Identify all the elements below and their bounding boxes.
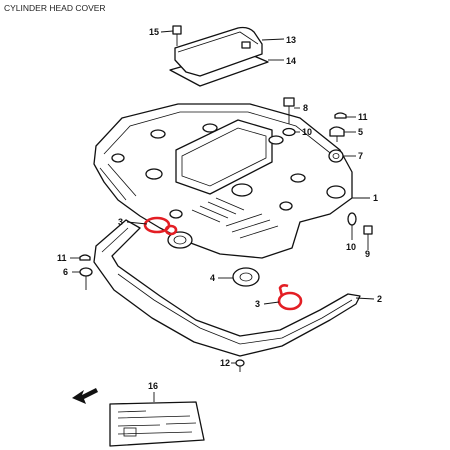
bolt-6: [79, 267, 93, 290]
callout-16: 16: [148, 381, 158, 391]
bolt-12: [235, 359, 245, 372]
leader-lines: [70, 30, 375, 402]
callout-1: 1: [373, 193, 378, 203]
breather-nipple: [241, 41, 251, 49]
washer-10-upper: [282, 127, 296, 137]
callout-12: 12: [220, 358, 230, 368]
washer-10-lower: [347, 212, 357, 226]
breather-cover: [174, 26, 263, 77]
callout-5: 5: [358, 127, 363, 137]
bolt-9: [363, 225, 373, 244]
diagram-title: CYLINDER HEAD COVER: [4, 3, 106, 13]
callout-labels: 15 13 14 8 10 11 5 7 1 3 10 9 11 6 4 2 3…: [57, 27, 382, 391]
cap-11-lower: [79, 254, 91, 261]
callout-3-lower: 3: [255, 299, 260, 309]
callout-6: 6: [63, 267, 68, 277]
callout-3-upper: 3: [118, 217, 123, 227]
breather-cover-assembly: [169, 25, 269, 87]
callout-9: 9: [365, 249, 370, 259]
cap-nut-5: [329, 126, 345, 137]
callout-15: 15: [149, 27, 159, 37]
breather-bolt: [172, 25, 182, 35]
callout-7: 7: [358, 151, 363, 161]
callout-13: 13: [286, 35, 296, 45]
front-arrow-icon: [72, 388, 98, 404]
cylinder-head-cover: [93, 103, 353, 259]
callout-14: 14: [286, 56, 296, 66]
callout-10-lower: 10: [346, 242, 356, 252]
grommet-7: [328, 149, 344, 163]
label-plate: [109, 401, 205, 447]
callout-11-upper: 11: [358, 112, 368, 122]
bolt-8: [283, 97, 295, 124]
callout-10-upper: 10: [302, 127, 312, 137]
callout-11-lower: 11: [57, 253, 67, 263]
highlighted-gasket-lower: [277, 291, 303, 311]
callout-2: 2: [377, 294, 382, 304]
callout-8: 8: [303, 103, 308, 113]
cap-11-upper: [334, 112, 347, 119]
plug-hole-gaskets: [167, 231, 260, 287]
highlighted-gaskets: [143, 216, 303, 311]
head-cover-gasket: [93, 219, 361, 357]
callout-4: 4: [210, 273, 215, 283]
